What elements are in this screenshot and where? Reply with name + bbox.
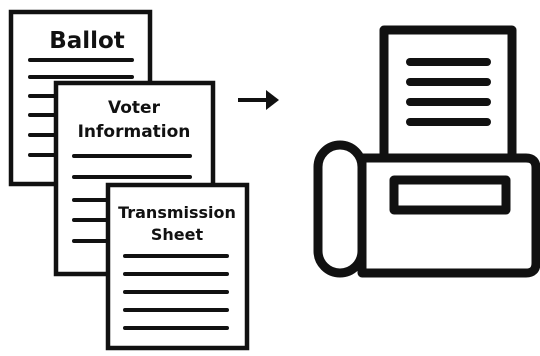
fax-machine-icon — [313, 25, 540, 278]
ballot-text-lines — [28, 58, 134, 157]
voter-information-text-lines — [72, 154, 192, 243]
right-arrow-icon — [238, 90, 279, 110]
transmission-sheet-document: Transmission Sheet — [105, 182, 250, 351]
fax-paper-lines — [406, 58, 491, 126]
transmission-sheet-title-line-2: Sheet — [151, 225, 204, 244]
ballot-title: Ballot — [49, 28, 125, 54]
transmission-sheet-text-lines — [123, 254, 229, 330]
voter-information-title-line-2: Information — [78, 122, 191, 142]
transmission-sheet-title-line-1: Transmission — [118, 203, 236, 222]
fax-paper — [379, 25, 517, 163]
fax-display — [389, 175, 511, 215]
voter-information-title-line-1: Voter — [108, 98, 161, 118]
fax-handset — [313, 140, 367, 278]
transmission-sheet-page — [105, 182, 250, 351]
fax-body — [357, 153, 540, 278]
